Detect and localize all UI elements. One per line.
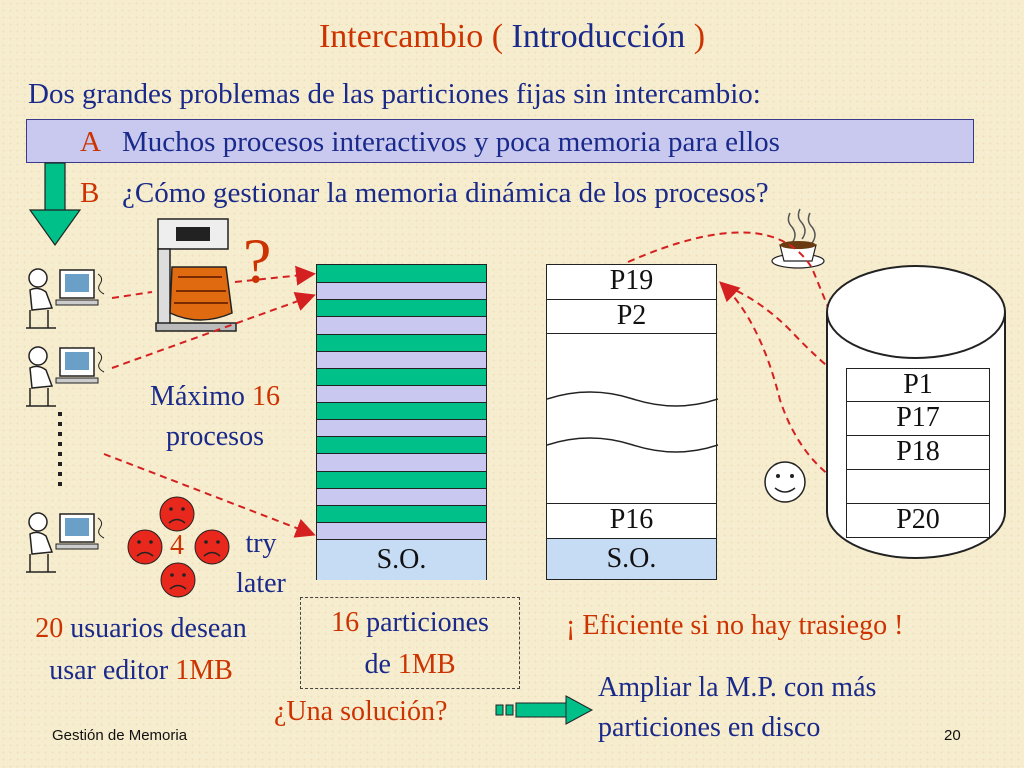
coffee-cup-icon [771,208,825,269]
partition-stripe [317,402,486,420]
memory-dynamic-column: P19 P2 P16 S.O. [546,264,718,580]
disk-process-block: P20 [846,504,990,538]
partition-stripe [317,299,486,317]
disk-process-block: P18 [846,436,990,470]
partition-stripe [317,350,486,368]
partition-stripe [317,384,486,402]
coffee-maker-icon [155,218,237,332]
partition-stripe [317,265,486,283]
disk-process-block: P17 [846,402,990,436]
slide-title: Intercambio ( Introducción ) [318,18,706,55]
try-later-label: try later [236,528,286,599]
os-block: S.O. [547,539,716,579]
sad-face-icon [160,562,196,598]
os-block: S.O. [317,539,486,580]
process-block: P16 [547,503,716,539]
sad-face-icon [159,496,195,532]
partition-stripe [317,282,486,300]
partitions-box: 16 particiones de 1MB [300,597,520,689]
highlight-band [26,119,974,163]
partition-stripe [317,436,486,454]
partition-stripe [317,521,486,539]
disk-partitions: P1 P17 P18 P20 [846,368,990,538]
solution-arrow-icon [495,695,594,725]
partition-stripe [317,504,486,522]
solution-question: ¿Una solución? [274,696,448,727]
partition-stripe [317,367,486,385]
max-processes-label: Máximo 16 procesos [150,381,280,452]
users-label: 20 usuarios desean usar editor 1MB [35,613,247,686]
partition-stripe [317,470,486,488]
user-computer-icon [26,268,105,329]
memory-partitions-column: S.O. [316,264,487,580]
page-number: 20 [944,727,961,744]
sad-face-icon [127,529,163,565]
sad-face-icon [194,529,230,565]
down-arrow-icon [28,162,82,247]
partition-stripe [317,453,486,471]
partition-stripe [317,316,486,334]
disk-process-block: P1 [846,368,990,402]
free-space-break [547,391,718,453]
user-computer-icon [26,346,105,407]
subtitle: Dos grandes problemas de las particiones… [28,78,761,110]
efficient-note: ¡ Eficiente si no hay trasiego ! [566,610,904,641]
process-block: P19 [547,265,716,300]
expand-note: Ampliar la M.P. con más particiones en d… [598,672,877,743]
partition-stripe [317,333,486,351]
footer-title: Gestión de Memoria [52,727,188,744]
problem-b: B¿Cómo gestionar la memoria dinámica de … [80,177,769,209]
partition-stripe [317,487,486,505]
ellipsis-dots [58,412,62,486]
partition-stripe [317,419,486,437]
process-block: P2 [547,300,716,334]
smiley-icon [764,461,806,503]
sad-count: 4 [170,530,184,561]
disk-process-block [846,470,990,504]
user-computer-icon [26,512,105,573]
question-mark: ? [243,225,272,296]
